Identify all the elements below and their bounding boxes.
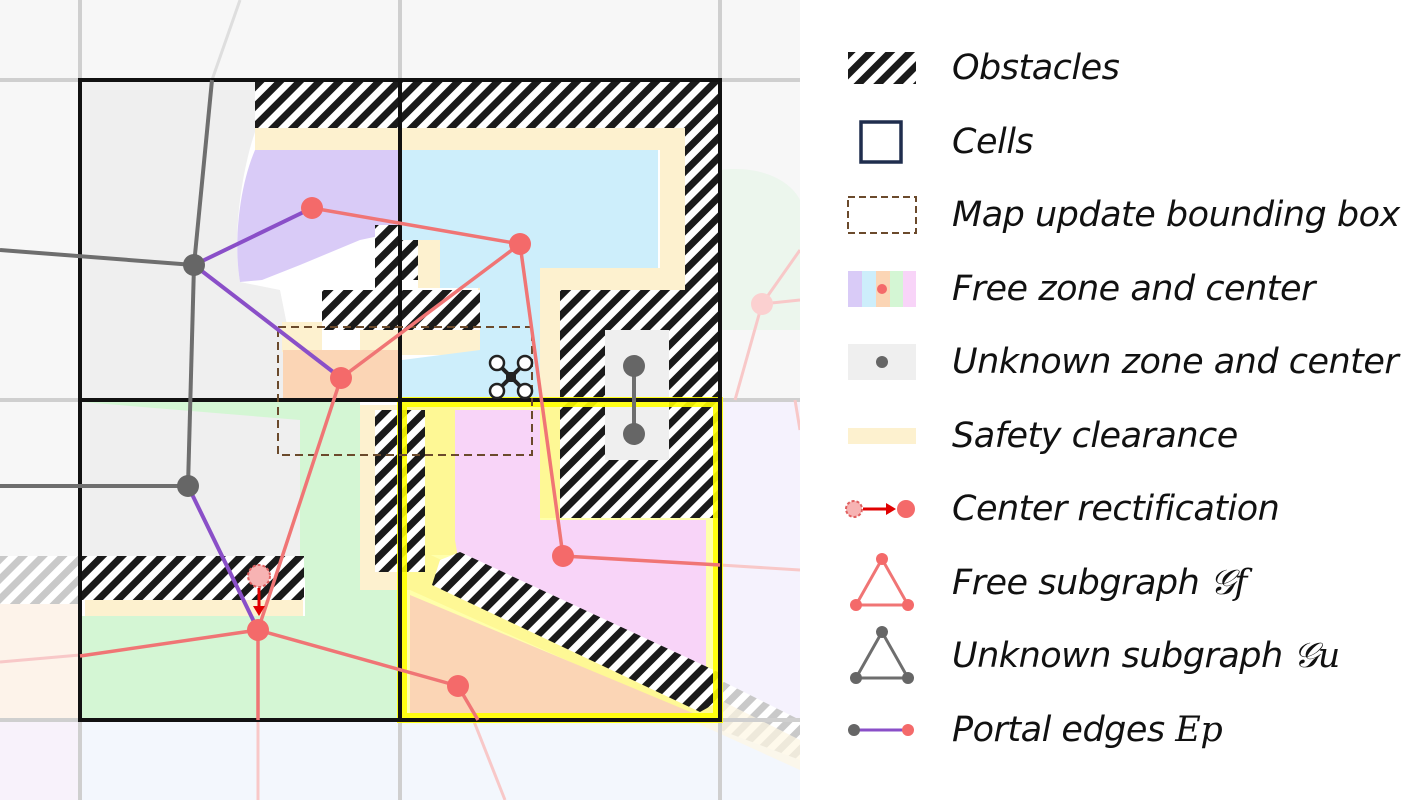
rectification-arrow-icon (845, 500, 915, 518)
legend-label: Cells (952, 121, 1034, 162)
portal-edges (186, 206, 343, 631)
legend-label: Unknown subgraph 𝒢u (952, 636, 1340, 676)
center-rectification-marker (247, 564, 271, 616)
legend-label: Free subgraph 𝒢f (952, 563, 1247, 603)
legend-label: Portal edges Ep (952, 709, 1223, 750)
legend-item-unknown-zone: Unknown zone and center (840, 332, 1422, 406)
safety-clearance-swatch-icon (848, 427, 916, 444)
legend-label: Unknown zone and center (952, 342, 1399, 382)
legend-label: Map update bounding box (952, 195, 1400, 235)
legend-label: Obstacles (952, 48, 1120, 88)
legend-symbol: 𝒢f (1209, 562, 1247, 603)
legend-item-free-subgraph: Free subgraph 𝒢f (840, 552, 1422, 627)
free-zone-swatch-icon (848, 270, 916, 307)
cell-square-icon (859, 119, 903, 164)
drone-icon (488, 354, 534, 400)
legend-item-cells: Cells (840, 112, 1422, 186)
main-region (78, 78, 723, 723)
navigation-diagram (0, 0, 800, 800)
portal-edge-icon (848, 723, 914, 736)
free-subgraph-edges (79, 206, 721, 721)
legend-label: Center rectification (952, 489, 1280, 529)
legend-item-unknown-subgraph: Unknown subgraph 𝒢u (840, 626, 1422, 700)
legend-label: Safety clearance (952, 415, 1238, 456)
unknown-centers (177, 254, 645, 497)
legend-symbol: 𝒢u (1293, 636, 1340, 676)
unknown-zone-swatch-icon (848, 344, 916, 380)
legend-item-safety: Safety clearance (840, 406, 1422, 480)
legend-item-bbox: Map update bounding box (840, 185, 1422, 259)
free-centers (247, 197, 574, 697)
obstacles (82, 82, 718, 712)
cells (78, 78, 722, 722)
legend-item-rectification: Center rectification (840, 479, 1422, 553)
unknown-triangle-icon (850, 626, 914, 684)
legend-text: Unknown subgraph (952, 636, 1294, 676)
legend-item-obstacles: Obstacles (840, 38, 1422, 112)
free-triangle-icon (850, 552, 914, 611)
unknown-subgraph-edges (0, 79, 636, 488)
dashed-box-icon (847, 196, 917, 234)
legend-text: Free subgraph (952, 562, 1210, 603)
legend-item-portal-edges: Portal edges Ep (840, 700, 1422, 774)
legend-label: Free zone and center (952, 268, 1315, 309)
legend-text: Portal edges (952, 709, 1176, 750)
legend: Obstacles Cells Map update bounding box … (840, 38, 1422, 773)
obstacles-swatch-icon (848, 52, 916, 84)
legend-symbol: Ep (1175, 709, 1223, 750)
legend-item-free-zone: Free zone and center (840, 259, 1422, 333)
